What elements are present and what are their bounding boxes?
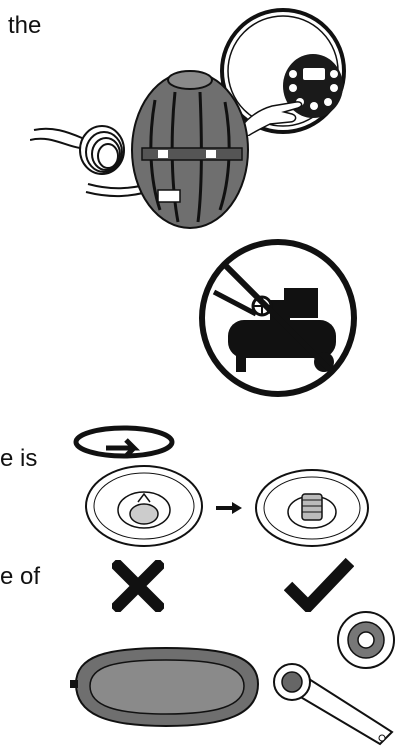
inflator-pump-illustration [30, 60, 250, 230]
cross-mark-icon [112, 560, 164, 612]
drain-basin-right-illustration [252, 466, 372, 552]
no-air-compressor-icon [196, 236, 360, 400]
text-fragment-lower: e of [0, 565, 40, 589]
wrench-tool-illustration [270, 606, 398, 750]
drain-basin-wrong-illustration [64, 422, 204, 552]
text-fragment-top: the [8, 14, 41, 38]
check-mark-icon [284, 556, 354, 612]
spa-cover-illustration [66, 640, 266, 732]
text-fragment-middle: e is [0, 447, 37, 471]
arrow-right-icon [214, 500, 244, 516]
